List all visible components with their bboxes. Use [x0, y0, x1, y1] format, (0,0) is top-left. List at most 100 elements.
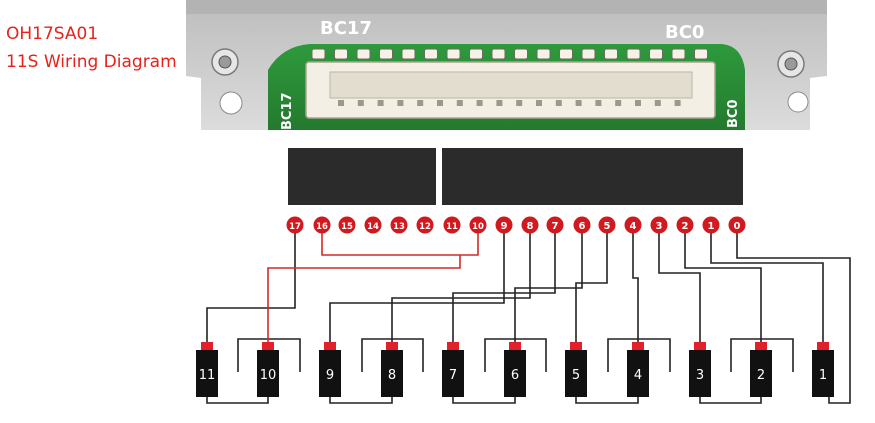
cell-label: 1: [819, 368, 827, 383]
header-pin: [649, 48, 663, 60]
header-pin: [401, 48, 416, 60]
cell-body: [319, 350, 341, 397]
connector-contact: [397, 100, 404, 106]
cell-label: 2: [757, 368, 765, 383]
header-pin: [334, 48, 348, 60]
connector-contact: [516, 100, 523, 106]
battery-cell-10: 10: [257, 342, 279, 397]
screw-icon: [211, 48, 239, 76]
sense-wire-pin-1: [710, 233, 824, 342]
cell-label: 9: [326, 368, 334, 383]
pin-badge-11: 11: [443, 216, 461, 234]
pin-badge-2: 2: [676, 216, 694, 234]
connector-contact: [377, 100, 384, 106]
header-pin: [424, 48, 438, 60]
header-pin: [536, 48, 551, 60]
header-pin: [491, 48, 506, 60]
cell-body: [381, 350, 403, 397]
board-label-bc17-top: BC17: [320, 18, 372, 39]
cell-positive-cap: [694, 342, 706, 351]
series-link-top: [730, 338, 794, 372]
connector-contact: [357, 100, 364, 106]
pin-label: 7: [552, 221, 559, 232]
connector-contact: [674, 100, 681, 106]
pin-label: 0: [734, 221, 741, 232]
pin-badge-14: 14: [364, 216, 382, 234]
cell-label: 6: [511, 368, 519, 383]
cell-positive-cap: [632, 342, 644, 351]
cell-positive-cap: [262, 342, 274, 351]
series-link-top: [237, 338, 301, 372]
connector-contact: [536, 100, 542, 106]
pin-badge-6: 6: [573, 216, 591, 234]
cell-positive-cap: [755, 342, 767, 351]
cell-label: 7: [449, 368, 457, 383]
cell-label: 8: [388, 368, 396, 383]
cell-positive-cap: [570, 342, 582, 351]
sense-wire-pin-9: [329, 233, 505, 342]
pin-label: 15: [341, 222, 353, 232]
cell-body: [565, 350, 587, 397]
connector-contact: [555, 100, 562, 106]
connector-contact: [456, 100, 463, 106]
cell-body: [257, 350, 279, 397]
series-link-bottom: [575, 397, 639, 404]
pin-badge-12: 12: [416, 216, 434, 234]
pin-label: 8: [527, 221, 534, 232]
series-link-bottom: [329, 397, 393, 404]
connector-contact: [615, 100, 622, 106]
jumper-16-10: [321, 233, 479, 256]
pin-label: 13: [393, 222, 405, 232]
diagram-title: 11S Wiring Diagram: [6, 52, 177, 72]
header-pin: [581, 48, 596, 60]
cell-label: 10: [260, 368, 277, 383]
header-pin: [559, 48, 573, 60]
pin-badge-4: 4: [624, 216, 642, 234]
model-code: OH17SA01: [6, 24, 99, 44]
battery-cell-1: 1: [812, 342, 834, 397]
pin-label: 5: [604, 221, 611, 232]
label-block-left: [288, 148, 436, 205]
battery-cell-2: 2: [750, 342, 772, 397]
series-link-bottom: [699, 397, 762, 404]
header-pin: [311, 48, 326, 60]
cell-positive-cap: [447, 342, 459, 351]
cell-label: 11: [199, 368, 216, 383]
pin-label: 9: [501, 221, 508, 232]
battery-cell-3: 3: [689, 342, 711, 397]
header-pin: [514, 48, 528, 60]
jumper-to-cell-10: [267, 255, 461, 342]
battery-cell-5: 5: [565, 342, 587, 397]
connector-contact: [575, 100, 582, 106]
mounting-hole-icon: [787, 91, 809, 113]
pin-label: 3: [656, 221, 663, 232]
cell-body: [689, 350, 711, 397]
sense-wire-pin-17: [206, 233, 296, 342]
screw-icon: [777, 50, 805, 78]
bms-board-photo: BC17 BC0 BC17 BC0: [186, 0, 827, 130]
sense-wire-pin-8: [391, 233, 531, 342]
cell-positive-cap: [201, 342, 213, 351]
pin-badge-5: 5: [598, 216, 616, 234]
pin-badge-16: 16: [313, 216, 331, 234]
header-pin: [671, 48, 686, 60]
header-pin: [694, 48, 708, 60]
board-label-bc17-side: BC17: [280, 92, 295, 130]
cell-positive-cap: [509, 342, 521, 351]
header-pin: [446, 48, 461, 60]
header-pin: [469, 48, 483, 60]
pin-badge-3: 3: [650, 216, 668, 234]
sense-wire-pin-3: [658, 233, 701, 342]
series-link-bottom: [206, 397, 269, 404]
cell-label: 5: [572, 368, 580, 383]
connector-contact: [635, 100, 641, 106]
pin-badge-10: 10: [469, 216, 487, 234]
wiring-lines: [206, 233, 851, 404]
header-pin: [379, 48, 393, 60]
connector-contact: [437, 100, 443, 106]
connector-contact: [496, 100, 503, 106]
pin-label: 14: [367, 222, 379, 232]
pin-label: 11: [446, 222, 458, 232]
label-block-right: [442, 148, 743, 205]
pin-badge-8: 8: [521, 216, 539, 234]
